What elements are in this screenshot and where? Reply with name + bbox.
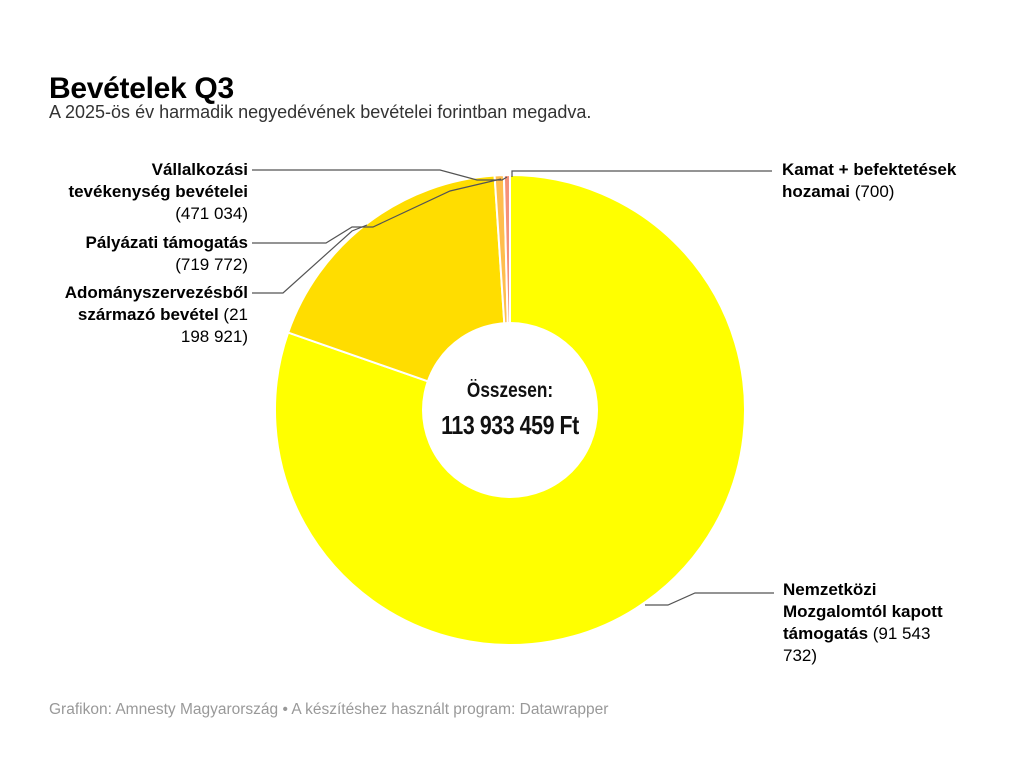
callout-palyazati: Pályázati támogatás (719 772) [53,232,248,276]
attribution-footer: Grafikon: Amnesty Magyarország • A készí… [49,701,609,718]
callout-nemzetkozi: Nemzetközi Mozgalomtól kapott támogatás … [783,579,958,667]
leader-line-vallalkozasi [252,169,508,181]
callout-value: (700) [854,182,895,201]
donut-hole [422,322,598,498]
donut-center-total: Összesen: 113 933 459 Ft [428,379,592,439]
callout-label: Vállalkozási tevékenység bevételei [68,160,248,201]
total-value: 113 933 459 Ft [441,410,579,440]
callout-value: (719 772) [175,255,248,274]
page-title: Bevételek Q3 [49,72,234,106]
callout-value: (21 198 921) [180,305,248,346]
callout-label: Adományszervezésből származó bevétel [64,283,248,324]
page-subtitle: A 2025-ös év harmadik negyedévének bevét… [49,102,592,122]
leader-line-nemzetkozi [645,592,774,606]
leader-lines [252,169,774,606]
callout-label: Nemzetközi Mozgalomtól kapott támogatás [783,580,943,643]
callout-label: Pályázati támogatás [85,233,248,252]
callout-value: (471 034) [175,204,248,223]
callout-value: (91 543 732) [783,624,931,665]
leader-line-kamat [511,170,772,177]
leader-line-adomany [252,224,368,294]
callout-vallalkozasi: Vállalkozási tevékenység bevételei (471 … [53,159,248,225]
total-label: Összesen: [466,379,554,402]
callout-adomany: Adományszervezésből származó bevétel (21… [48,282,248,348]
callout-kamat: Kamat + befektetések hozamai (700) [782,159,982,203]
callout-label: Kamat + befektetések hozamai [782,160,957,201]
pie-slices [274,173,746,646]
